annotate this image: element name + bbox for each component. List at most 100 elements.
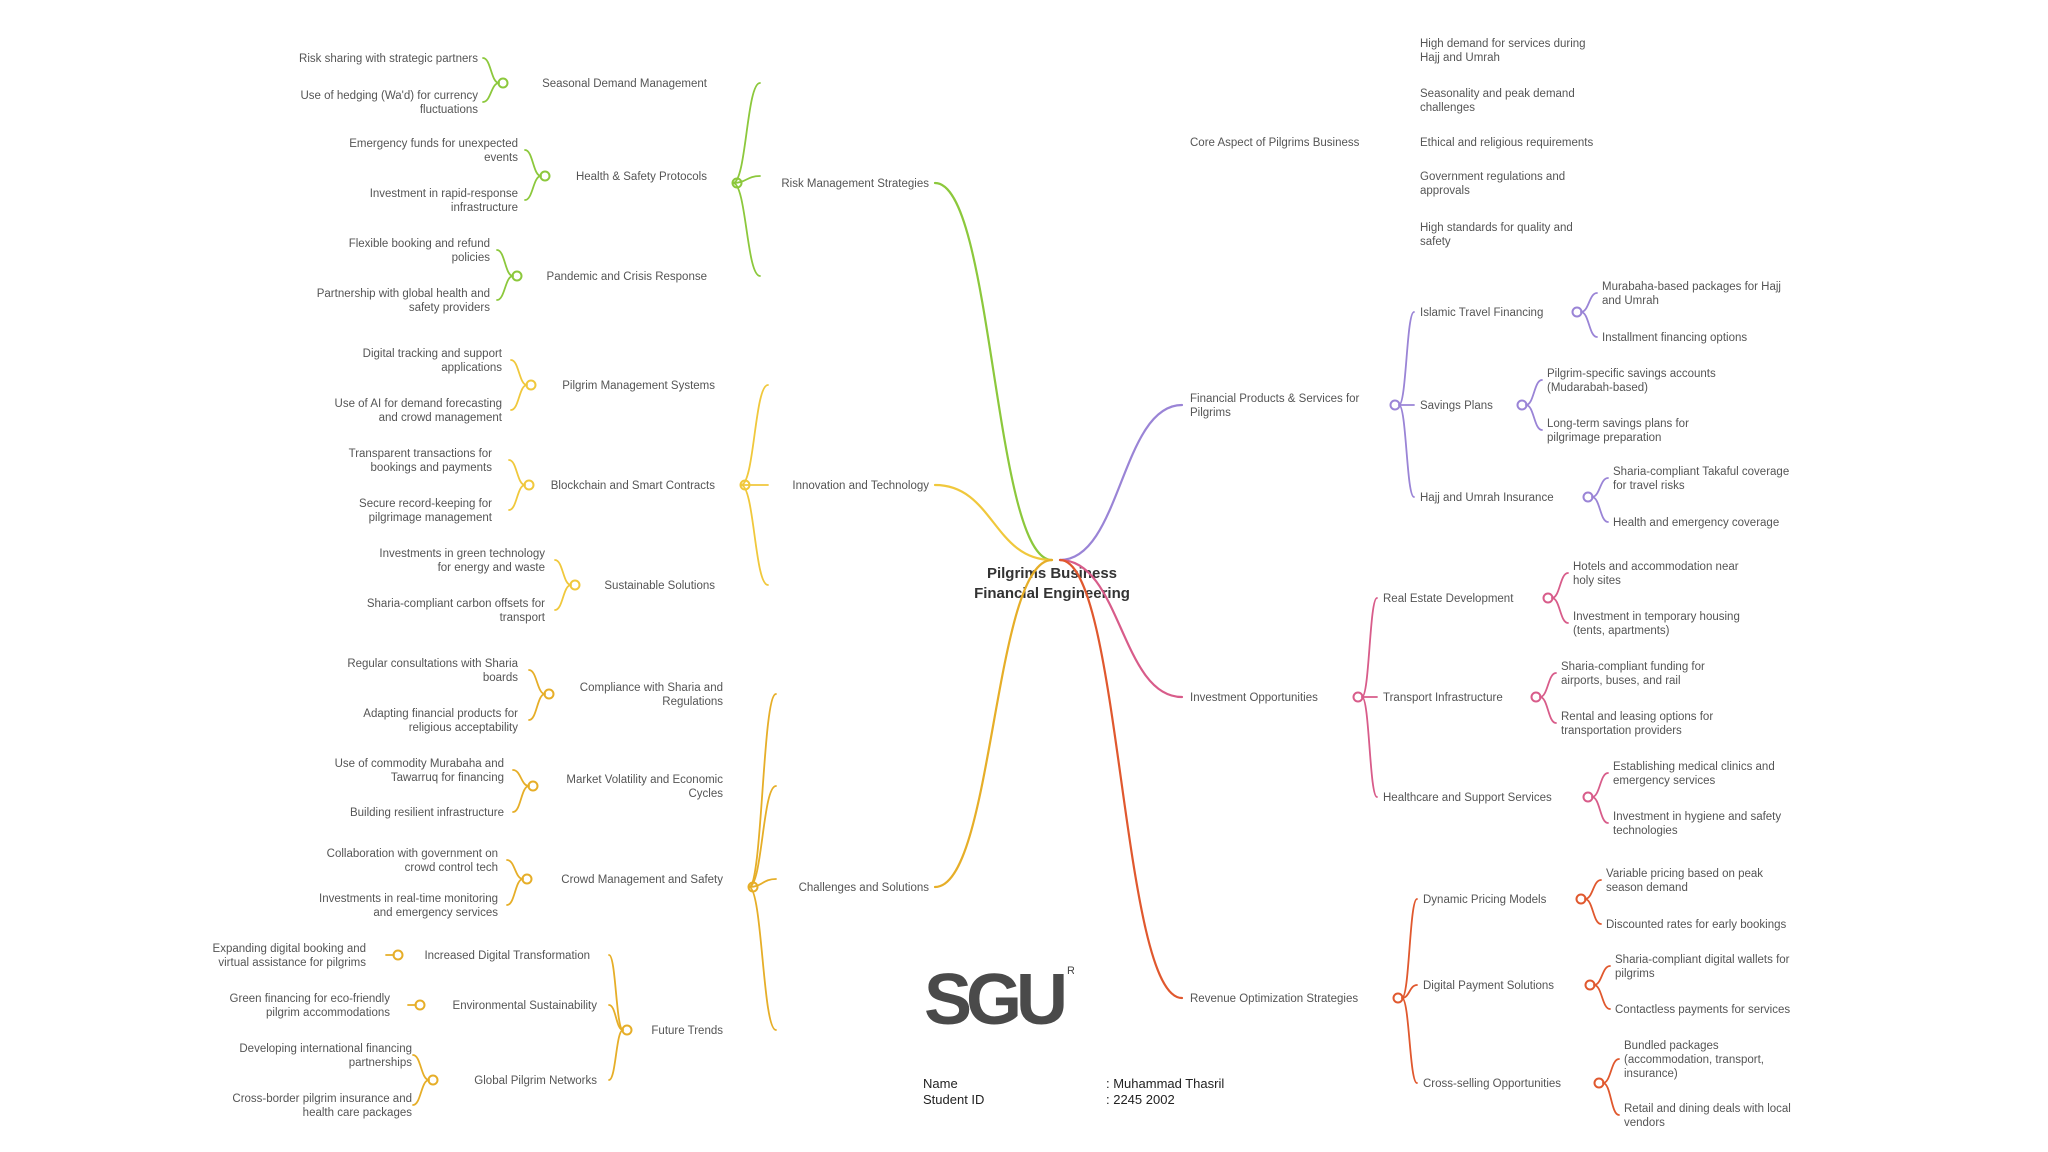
seasonal-topic-label: Seasonal Demand Management <box>542 78 708 90</box>
environment-topic-label: Environmental Sustainability <box>453 1000 598 1012</box>
sustainable-connector-1 <box>554 584 572 611</box>
student-id-value: : 2245 2002 <box>1106 1092 1175 1107</box>
digital-topic-label: Increased Digital Transformation <box>424 950 590 962</box>
challenges-connector-2 <box>748 878 777 888</box>
financial-connector-2 <box>1398 404 1415 498</box>
pandemic-connector-0 <box>496 249 514 277</box>
payment-connector-1 <box>1593 984 1611 1010</box>
pricing-topic-label: Dynamic Pricing Models <box>1423 894 1547 906</box>
volatility-leaf-1: Building resilient infrastructure <box>350 807 504 819</box>
islamic-topic-label: Islamic Travel Financing <box>1420 307 1543 319</box>
volatility-connector-0 <box>512 769 530 787</box>
challenges-connector-3 <box>748 886 777 1031</box>
pilgrim_mgmt-connector-1 <box>510 384 528 411</box>
pricing-connector-1 <box>1584 898 1602 925</box>
blockchain-topic-label: Blockchain and Smart Contracts <box>551 480 716 492</box>
savings-leaf-0: Pilgrim-specific savings accounts(Mudara… <box>1547 368 1716 394</box>
financial-main-connector <box>1058 403 1184 562</box>
insurance-leaf-1: Health and emergency coverage <box>1613 517 1779 529</box>
realestate-connector-0 <box>1551 572 1569 599</box>
student-name-label: Name <box>923 1076 958 1091</box>
risk-connector-0 <box>732 82 761 184</box>
future-connector-1 <box>608 1004 624 1031</box>
sustainable-topic-label: Sustainable Solutions <box>604 580 715 592</box>
realestate-leaf-1: Investment in temporary housing(tents, a… <box>1573 611 1740 637</box>
pilgrim_mgmt-connector-0 <box>510 359 528 386</box>
blockchain-connector-0 <box>508 459 526 486</box>
student-name-value: : Muhammad Thasril <box>1106 1076 1225 1091</box>
healthcare-connector-1 <box>1591 796 1609 824</box>
core-aspect-leaf-2: Ethical and religious requirements <box>1420 137 1593 149</box>
payment-connector-0 <box>1593 965 1611 986</box>
crosssell-topic-label: Cross-selling Opportunities <box>1423 1078 1561 1090</box>
revenue-main-connector <box>1058 558 1184 1000</box>
transport-connector-0 <box>1539 672 1557 698</box>
realestate-topic-label: Real Estate Development <box>1383 593 1514 605</box>
revenue-branch-label: Revenue Optimization Strategies <box>1190 993 1358 1005</box>
insurance-topic-label: Hajj and Umrah Insurance <box>1420 492 1554 504</box>
revenue-connector-1 <box>1401 984 1418 999</box>
health-connector-0 <box>524 149 542 177</box>
financial-connector-0 <box>1398 311 1415 406</box>
pandemic-topic-label: Pandemic and Crisis Response <box>547 271 707 283</box>
islamic-leaf-1: Installment financing options <box>1602 332 1747 344</box>
challenges-connector-0 <box>748 693 777 888</box>
payment-leaf-1: Contactless payments for services <box>1615 1004 1790 1016</box>
realestate-connector-1 <box>1551 597 1569 624</box>
transport-topic-label: Transport Infrastructure <box>1383 692 1503 704</box>
innovation-connector-0 <box>740 384 769 486</box>
healthcare-connector-0 <box>1591 772 1609 798</box>
svg-text:R: R <box>1067 965 1074 977</box>
compliance-connector-1 <box>528 693 546 721</box>
pilgrim_mgmt-topic-label: Pilgrim Management Systems <box>562 380 715 392</box>
risk-main-connector <box>933 181 1054 562</box>
future-connector-2 <box>608 1029 624 1081</box>
healthcare-topic-label: Healthcare and Support Services <box>1383 792 1552 804</box>
crowd-connector-0 <box>506 859 524 880</box>
challenges-connector-1 <box>748 785 777 888</box>
investment-main-connector <box>1058 558 1184 699</box>
crosssell-leaf-0: Bundled packages(accommodation, transpor… <box>1624 1040 1764 1080</box>
svg-text:SGU: SGU <box>924 960 1064 1030</box>
pricing-connector-0 <box>1584 879 1602 900</box>
global-topic-label: Global Pilgrim Networks <box>474 1075 597 1087</box>
islamic-connector-1 <box>1580 311 1598 338</box>
revenue-connector-0 <box>1401 898 1418 999</box>
investment-connector-2 <box>1361 696 1378 798</box>
future-topic-label: Future Trends <box>651 1025 723 1037</box>
revenue-connector-2 <box>1401 997 1418 1084</box>
crosssell-connector-0 <box>1602 1058 1620 1084</box>
global-connector-1 <box>412 1079 430 1106</box>
blockchain-connector-1 <box>508 484 526 511</box>
seasonal-connector-0 <box>482 57 500 84</box>
investment-connector-0 <box>1361 597 1378 698</box>
